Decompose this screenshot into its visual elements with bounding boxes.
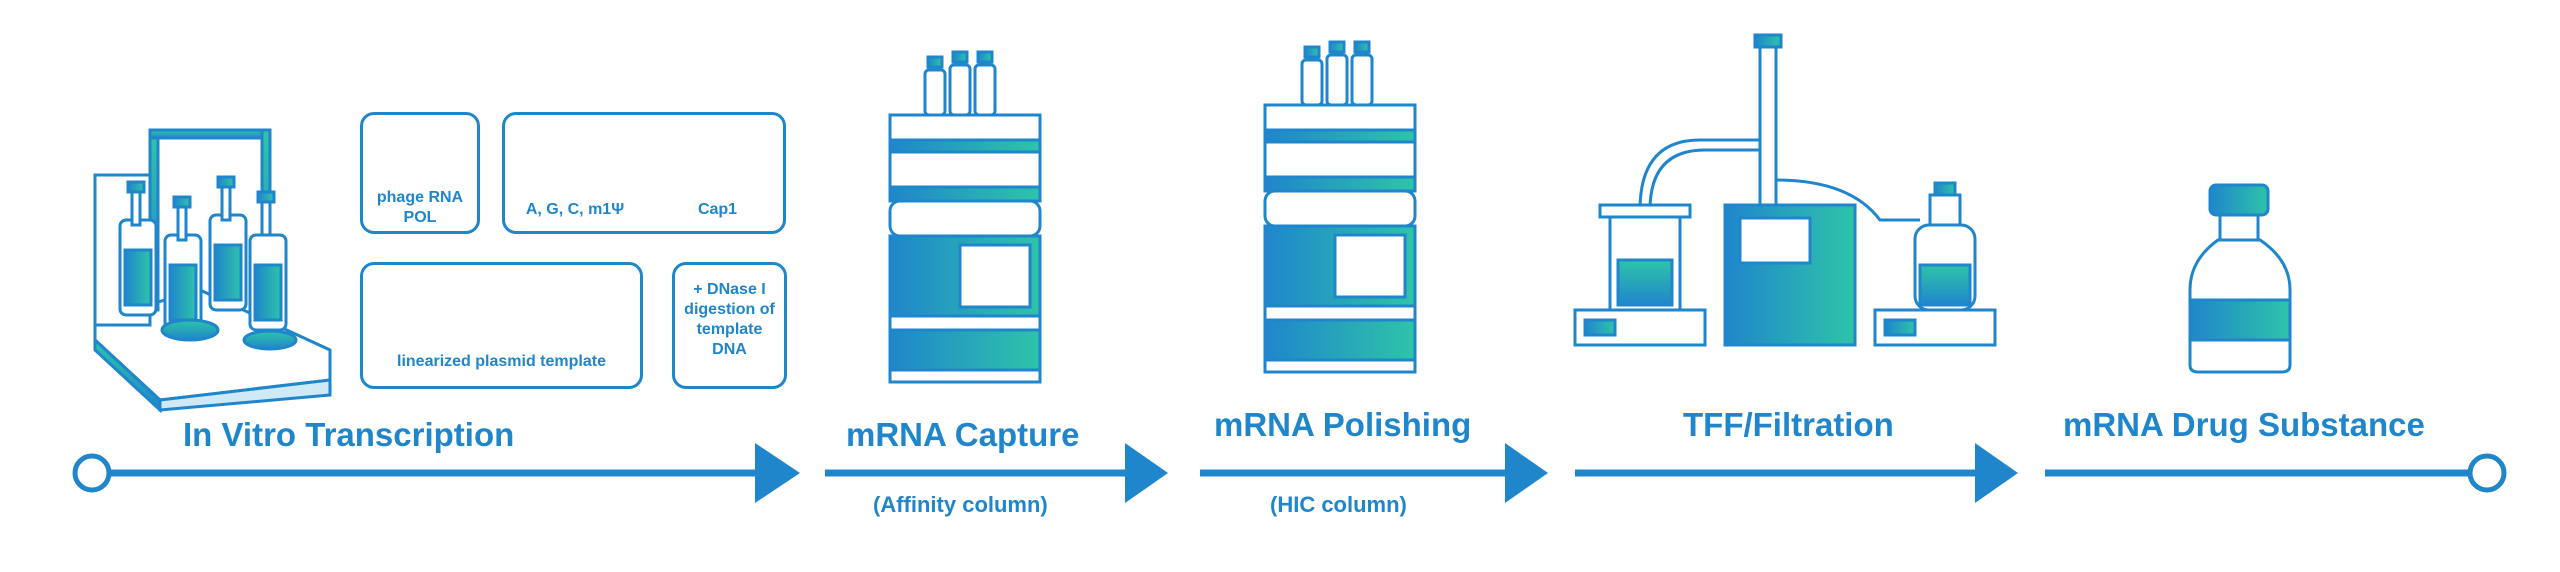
cap-label: Cap1	[697, 201, 738, 218]
arrow-1-icon	[755, 443, 800, 503]
polishing-system-icon	[1263, 40, 1417, 374]
polymerase-box	[360, 112, 480, 234]
capture-system-icon	[888, 50, 1042, 384]
tff-system-icon	[1573, 33, 1997, 347]
plasmid-label: linearized plasmid template	[397, 353, 606, 370]
step-polishing-label: mRNA Polishing	[1214, 406, 1472, 443]
polymerase-label: phage RNA POL	[376, 189, 464, 226]
step-drug-label: mRNA Drug Substance	[2063, 406, 2425, 443]
ivt-reactor-icon	[93, 128, 332, 414]
plasmid-box	[360, 262, 643, 389]
dnase-label: + DNase I digestion of template DNA	[684, 281, 775, 358]
step-polishing-sublabel: (HIC column)	[1270, 492, 1407, 517]
start-node	[72, 453, 112, 493]
timeline	[72, 443, 2507, 503]
dnase-box	[672, 262, 787, 389]
nucleotides-label: A, G, C, m1Ψ	[525, 201, 625, 218]
nucleotide-cap-box	[502, 112, 786, 234]
step-tff-label: TFF/Filtration	[1683, 406, 1894, 443]
step-ivt-label: In Vitro Transcription	[183, 416, 515, 453]
arrow-4-icon	[1975, 443, 2018, 503]
end-node	[2467, 453, 2507, 493]
arrow-2-icon	[1125, 443, 1168, 503]
vial-icon	[2188, 183, 2292, 374]
step-capture-sublabel: (Affinity column)	[873, 492, 1048, 517]
step-capture-label: mRNA Capture	[846, 416, 1080, 453]
arrow-3-icon	[1505, 443, 1548, 503]
